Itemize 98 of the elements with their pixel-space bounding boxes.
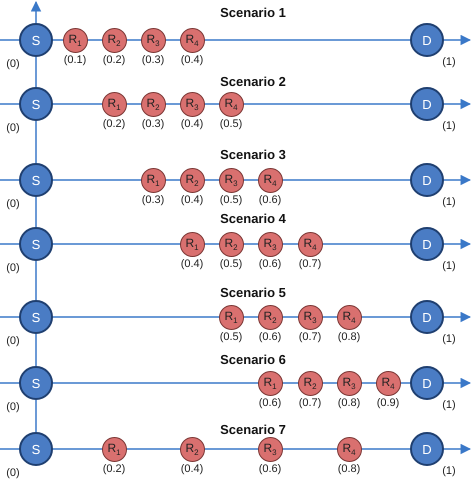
position-value: (0.7)	[298, 258, 322, 270]
relay-node: R$_{4}$	[336, 304, 362, 330]
position-value: (0.4)	[180, 118, 204, 130]
position-value: (0.9)	[376, 396, 400, 408]
position-value: (0.5)	[220, 194, 242, 206]
terminal-node: S	[19, 23, 53, 57]
relay-node: R$_{3}$	[180, 92, 204, 116]
connector-line	[35, 197, 37, 227]
terminal-node: S	[19, 87, 53, 121]
position-value: (0.5)	[220, 330, 242, 342]
position-value: (0.3)	[142, 194, 164, 206]
position-value: (0.8)	[338, 330, 360, 342]
relay-node: R$_{2}$	[258, 304, 282, 330]
terminal-node: D	[410, 87, 444, 121]
position-value: (0.8)	[338, 462, 360, 474]
relay-node: R$_{4}$	[336, 436, 362, 462]
relay-node: R$_{1}$	[102, 92, 126, 116]
relay-node: R$_{2}$	[298, 370, 322, 396]
position-value: (0.6)	[258, 258, 282, 270]
relay-node: R$_{4}$	[258, 168, 282, 192]
position-value: (1)	[442, 399, 456, 411]
terminal-node: S	[19, 300, 53, 334]
position-value: (0.8)	[338, 396, 360, 408]
connector-line	[35, 261, 37, 300]
relay-node: R$_{2}$	[180, 436, 204, 462]
terminal-node: S	[19, 432, 53, 466]
position-value: (1)	[442, 260, 456, 272]
position-value: (0)	[6, 335, 20, 347]
position-value: (0.6)	[258, 396, 282, 408]
relay-node: R$_{3}$	[140, 28, 166, 52]
relay-node: R$_{3}$	[218, 168, 244, 192]
position-value: (0)	[6, 58, 20, 70]
position-value: (0)	[6, 467, 20, 479]
scenario-title: Scenario 3	[220, 147, 286, 162]
position-value: (0)	[6, 401, 20, 413]
position-value: (0.3)	[142, 54, 164, 66]
position-value: (0.7)	[298, 330, 322, 342]
relay-node: R$_{1}$	[102, 436, 126, 462]
position-value: (0)	[6, 198, 20, 210]
terminal-node: D	[410, 23, 444, 57]
position-value: (0.5)	[220, 118, 242, 130]
position-value: (0.7)	[298, 396, 322, 408]
position-value: (0.6)	[258, 194, 282, 206]
terminal-node: S	[19, 227, 53, 261]
relay-node: R$_{2}$	[102, 28, 126, 52]
relay-node: R$_{3}$	[258, 232, 282, 256]
scenario-title: Scenario 4	[220, 211, 286, 226]
position-value: (0.6)	[258, 462, 282, 474]
position-value: (0.4)	[180, 54, 204, 66]
scenario-title: Scenario 6	[220, 352, 286, 367]
position-value: (0.4)	[180, 258, 204, 270]
relay-node: R$_{1}$	[140, 168, 166, 192]
terminal-node: D	[410, 366, 444, 400]
position-value: (0.5)	[220, 258, 242, 270]
terminal-node: S	[19, 366, 53, 400]
position-value: (1)	[442, 465, 456, 477]
terminal-node: S	[19, 163, 53, 197]
relay-node: R$_{4}$	[376, 370, 400, 396]
relay-node: R$_{1}$	[62, 28, 88, 52]
scenario-title: Scenario 2	[220, 74, 286, 89]
position-value: (1)	[442, 56, 456, 68]
relay-node: R$_{2}$	[180, 168, 204, 192]
position-value: (1)	[442, 196, 456, 208]
connector-line	[35, 121, 37, 163]
connector-line	[30, 0, 42, 23]
scenario-title: Scenario 7	[220, 422, 286, 437]
relay-node: R$_{4}$	[298, 232, 322, 256]
position-value: (0)	[6, 262, 20, 274]
terminal-node: D	[410, 163, 444, 197]
position-value: (0.2)	[102, 54, 126, 66]
scenario-title: Scenario 1	[220, 5, 286, 20]
terminal-node: D	[410, 300, 444, 334]
relay-node: R$_{3}$	[258, 436, 282, 462]
position-value: (0.4)	[180, 462, 204, 474]
terminal-node: D	[410, 227, 444, 261]
position-value: (0.1)	[64, 54, 86, 66]
position-value: (1)	[442, 333, 456, 345]
relay-node: R$_{1}$	[258, 370, 282, 396]
position-value: (0.6)	[258, 330, 282, 342]
terminal-node: D	[410, 432, 444, 466]
position-value: (0.2)	[102, 462, 126, 474]
relay-node: R$_{1}$	[218, 304, 244, 330]
connector-line	[35, 400, 37, 432]
relay-node: R$_{1}$	[180, 232, 204, 256]
position-value: (0.3)	[142, 118, 164, 130]
relay-node: R$_{2}$	[218, 232, 244, 256]
position-value: (0)	[6, 122, 20, 134]
position-value: (1)	[442, 120, 456, 132]
connector-line	[35, 57, 37, 87]
relay-node: R$_{3}$	[336, 370, 362, 396]
connector-line	[35, 334, 37, 366]
relay-node: R$_{4}$	[180, 28, 204, 52]
relay-node: R$_{2}$	[140, 92, 166, 116]
relay-node: R$_{4}$	[218, 92, 244, 116]
position-value: (0.4)	[180, 194, 204, 206]
relay-node: R$_{3}$	[298, 304, 322, 330]
scenario-title: Scenario 5	[220, 285, 286, 300]
position-value: (0.2)	[102, 118, 126, 130]
